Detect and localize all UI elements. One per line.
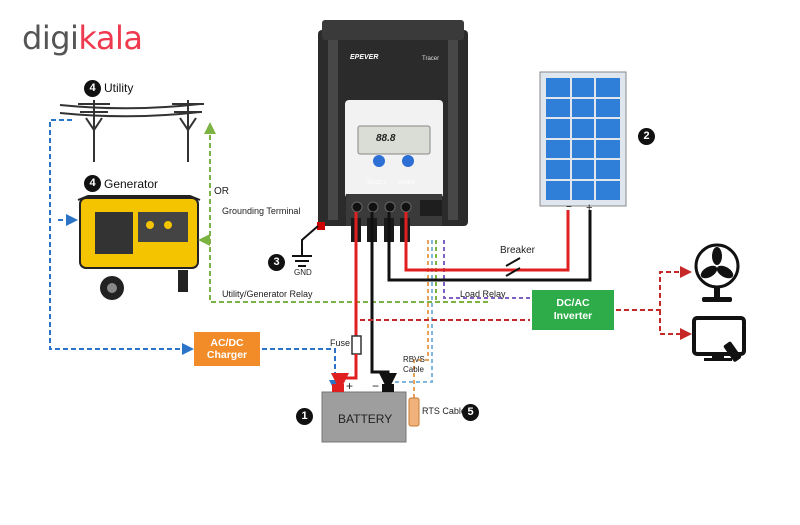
controller-display: 88.8: [376, 133, 396, 144]
rbvs-label-2: Cable: [403, 365, 424, 374]
badge-rts: 5: [462, 404, 479, 421]
badge-utility: 4: [84, 80, 101, 97]
pv-plus-label: +: [586, 202, 593, 214]
solar-panel-icon: [539, 71, 627, 207]
inverter-to-fan-line: [616, 266, 692, 311]
ug-relay-line: [204, 122, 488, 303]
rts-cable-line: [413, 240, 429, 398]
breaker-label: Breaker: [500, 245, 536, 256]
mppt-controller: [317, 20, 468, 242]
inverter-to-tv-line: [659, 310, 692, 340]
logo-part-2: kala: [78, 19, 143, 57]
controller-brand: EPEVER: [350, 54, 379, 61]
badge-generator: 4: [84, 175, 101, 192]
battery-plus-label: +: [346, 379, 354, 393]
dcac-line-2: Inverter: [553, 310, 593, 322]
generator-icon: [77, 195, 201, 300]
utility-to-charger-line: [49, 119, 194, 355]
badge-solar: 2: [638, 128, 655, 145]
acdc-line-1: AC/DC: [210, 337, 244, 349]
pv-negative-wire: [387, 210, 592, 282]
utility-label: Utility: [104, 81, 134, 95]
pv-minus-label: −: [566, 202, 572, 213]
rbvs-label-1: RBVS: [403, 355, 425, 364]
rts-sensor: [408, 397, 420, 427]
remote-icon: [723, 341, 742, 362]
utility-pole-icon: [59, 100, 204, 162]
select-button-label: SELECT: [367, 180, 387, 186]
dcac-line-1: DC/AC: [556, 297, 590, 309]
fuse-label: Fuse: [330, 338, 351, 348]
logo-part-1: digi: [22, 19, 79, 57]
battery-negative-wire: [370, 212, 397, 391]
ug-relay-label: Utility/Generator Relay: [222, 289, 313, 299]
or-label: OR: [214, 186, 229, 197]
load-relay-label: Load Relay: [460, 289, 506, 299]
rbvs-cable-line: [392, 240, 433, 383]
breaker: [505, 257, 521, 277]
dcac-inverter-box: DC/AC Inverter: [532, 290, 614, 330]
ground-icon: [292, 255, 312, 267]
pv-positive-wire: [404, 210, 570, 272]
enter-button-label: ENTER: [398, 180, 415, 186]
badge-battery: 1: [296, 408, 313, 425]
battery-label: BATTERY: [338, 412, 393, 426]
grounding-label: Grounding Terminal: [222, 206, 301, 216]
battery: [321, 384, 407, 443]
fuse: [351, 335, 362, 355]
acdc-line-2: Charger: [206, 349, 248, 361]
rts-cable-label: RTS Cable: [422, 406, 466, 416]
fan-icon: [694, 243, 740, 302]
charger-to-battery-line: [262, 348, 341, 392]
brand-logo: digikala: [22, 19, 143, 57]
gnd-label: GND: [294, 268, 312, 277]
generator-label: Generator: [104, 177, 159, 191]
load-relay-line: [443, 240, 530, 299]
controller-model: Tracer: [422, 56, 440, 62]
badge-ground: 3: [268, 254, 285, 271]
acdc-charger-box: AC/DC Charger: [194, 332, 260, 366]
battery-minus-label: −: [372, 379, 380, 393]
